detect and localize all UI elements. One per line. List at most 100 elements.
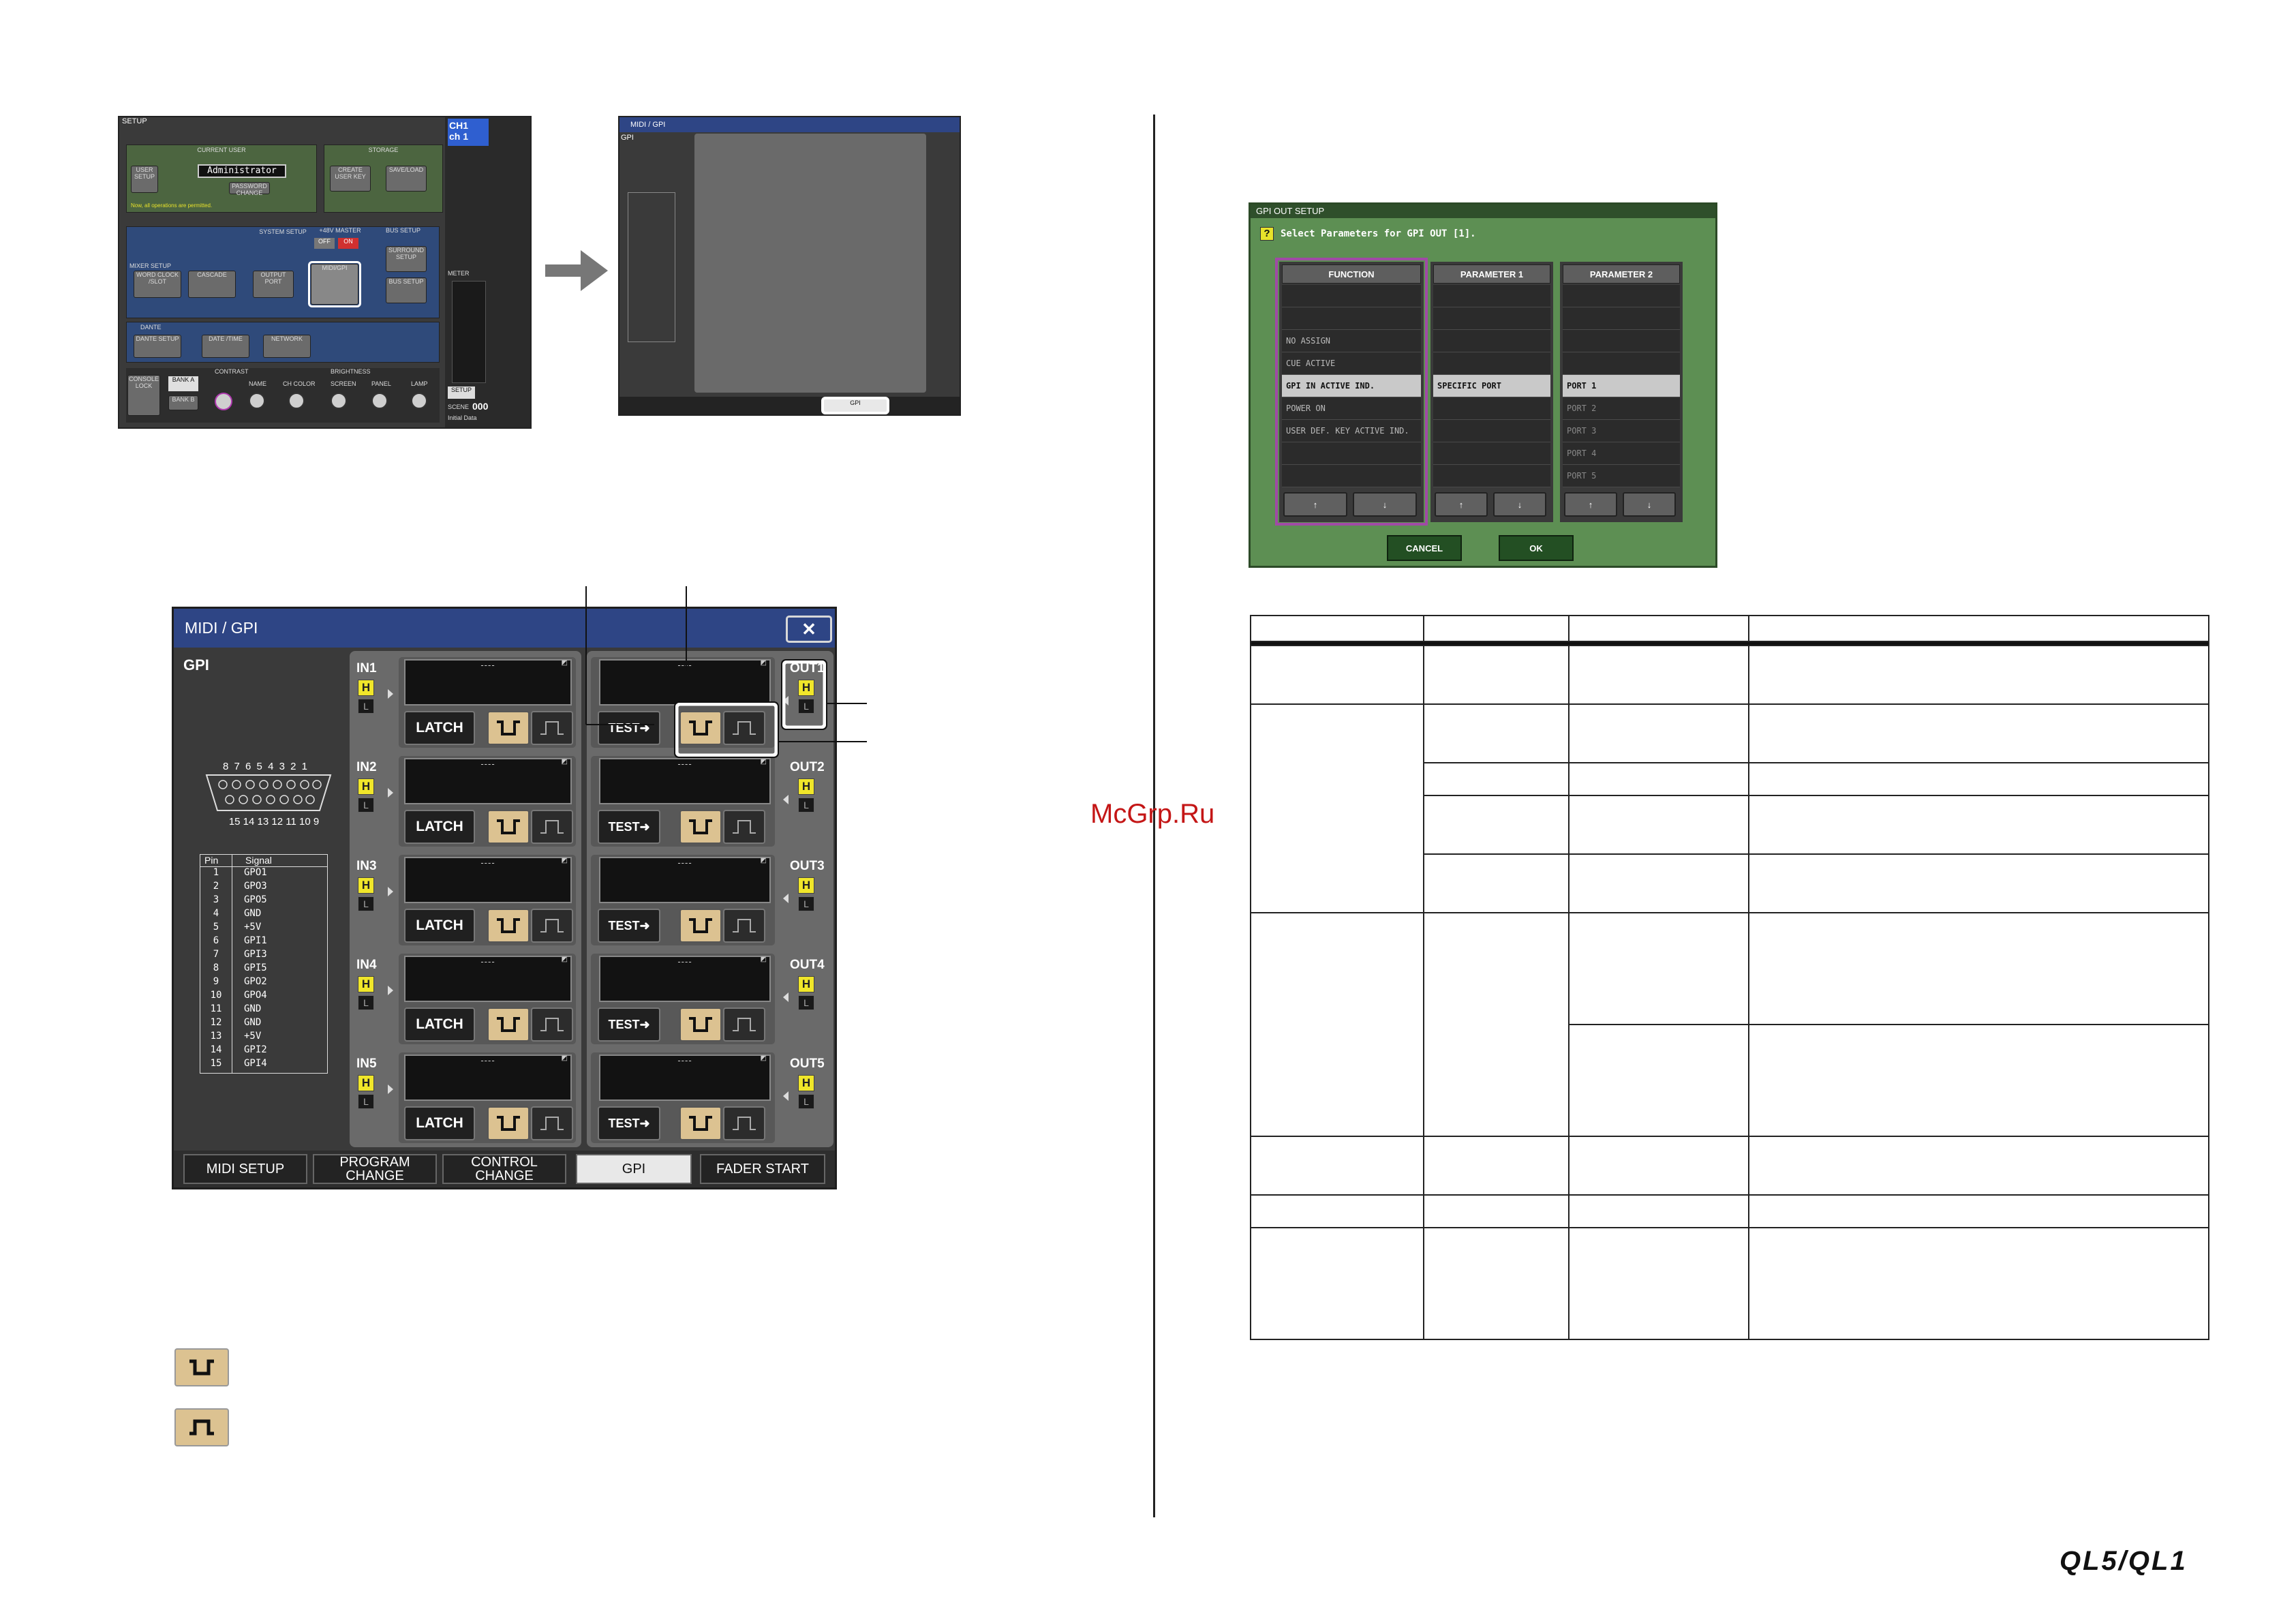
ok-button[interactable]: OK	[1499, 535, 1574, 561]
functions-item	[1282, 285, 1421, 307]
latch-button[interactable]: LATCH	[404, 1007, 475, 1042]
name-knob[interactable]	[249, 393, 265, 409]
output-name-box[interactable]: ----◩	[599, 758, 771, 804]
input-name-box[interactable]: ----◩	[404, 758, 572, 804]
word-clock-slot-button[interactable]: WORD CLOCK /SLOT	[134, 271, 181, 298]
input-low-indicator: L	[358, 1094, 374, 1109]
screen-knob[interactable]	[331, 393, 347, 409]
latch-button[interactable]: LATCH	[404, 1106, 475, 1140]
on-button[interactable]: ON	[338, 238, 358, 249]
active-high-button[interactable]	[723, 1106, 765, 1140]
latch-button[interactable]: LATCH	[404, 810, 475, 844]
test-button[interactable]: TEST➜	[598, 810, 660, 844]
output-name-box[interactable]: ----◩	[599, 857, 771, 903]
bus-setup-button[interactable]: BUS SETUP	[386, 277, 427, 303]
param1-down-button[interactable]: ↓	[1493, 492, 1546, 517]
cancel-button[interactable]: CANCEL	[1387, 535, 1462, 561]
midi-gpi-button[interactable]: MIDI/GPI	[311, 264, 358, 305]
input-name-box[interactable]: ----◩	[404, 956, 572, 1002]
param2-down-button[interactable]: ↓	[1623, 492, 1676, 517]
surround-setup-button[interactable]: SURROUND SETUP	[386, 246, 427, 272]
param1-up-button[interactable]: ↑	[1435, 492, 1488, 517]
active-low-button[interactable]	[487, 1007, 530, 1042]
bank-b-button[interactable]: BANK B	[168, 395, 198, 410]
latch-button[interactable]: LATCH	[404, 909, 475, 943]
active-low-button[interactable]	[487, 1106, 530, 1140]
active-high-button[interactable]	[723, 810, 765, 844]
function-down-button[interactable]: ↓	[1353, 492, 1417, 517]
functions-item[interactable]: GPI IN ACTIVE IND.	[1282, 375, 1421, 397]
functions-item[interactable]: NO ASSIGN	[1282, 330, 1421, 352]
param2-item[interactable]: PORT 2	[1563, 397, 1680, 420]
functions-item[interactable]: CUE ACTIVE	[1282, 352, 1421, 375]
param2-up-button[interactable]: ↑	[1564, 492, 1617, 517]
input-high-indicator: H	[358, 877, 374, 894]
thumb-gpi-tab-highlight[interactable]: GPI	[821, 397, 889, 414]
param1-item	[1433, 465, 1550, 487]
user-setup-button[interactable]: USER SETUP	[131, 166, 158, 193]
param1-item[interactable]: SPECIFIC PORT	[1433, 375, 1550, 397]
active-high-button[interactable]	[531, 810, 573, 844]
output-name-box[interactable]: ----◩	[599, 956, 771, 1002]
active-low-button[interactable]	[679, 1007, 722, 1042]
contrast-knob[interactable]	[215, 393, 232, 410]
param2-item[interactable]: PORT 3	[1563, 420, 1680, 442]
latch-button[interactable]: LATCH	[404, 711, 475, 745]
tab-gpi[interactable]: GPI	[576, 1154, 692, 1184]
active-high-button[interactable]	[531, 1007, 573, 1042]
tab-fader-start[interactable]: FADER START	[700, 1154, 825, 1184]
param2-item[interactable]: PORT 1	[1563, 375, 1680, 397]
active-high-button[interactable]	[531, 909, 573, 943]
output-low-indicator: L	[798, 896, 814, 911]
setup-tab-button[interactable]: SETUP	[448, 386, 475, 399]
network-button[interactable]: NETWORK	[263, 335, 311, 358]
active-high-button[interactable]	[723, 909, 765, 943]
param2-item[interactable]: PORT 5	[1563, 465, 1680, 487]
test-button[interactable]: TEST➜	[598, 909, 660, 943]
console-lock-button[interactable]: CONSOLE LOCK	[127, 375, 160, 416]
active-high-button[interactable]	[531, 711, 573, 745]
functions-item[interactable]: USER DEF. KEY ACTIVE IND.	[1282, 420, 1421, 442]
active-low-button[interactable]	[679, 810, 722, 844]
bank-a-button[interactable]: BANK A	[168, 376, 198, 391]
ch-color-knob[interactable]	[288, 393, 305, 409]
active-low-button[interactable]	[487, 909, 530, 943]
save-load-button[interactable]: SAVE/LOAD	[386, 166, 427, 192]
table-row	[1251, 853, 2210, 913]
test-button[interactable]: TEST➜	[598, 1007, 660, 1042]
password-change-button[interactable]: PASSWORD CHANGE	[229, 182, 270, 196]
input-name-box[interactable]: ----◩	[404, 1055, 572, 1101]
output-name-box[interactable]: ----◩	[599, 1055, 771, 1101]
dante-setup-button[interactable]: DANTE SETUP	[134, 335, 181, 358]
active-low-button[interactable]	[679, 909, 722, 943]
edit-icon: ◩	[760, 956, 767, 963]
input-name-box[interactable]: ----◩	[404, 659, 572, 706]
active-low-button[interactable]	[487, 711, 530, 745]
lamp-knob[interactable]	[411, 393, 427, 409]
active-low-button[interactable]	[679, 1106, 722, 1140]
date-time-button[interactable]: DATE /TIME	[202, 335, 249, 358]
functions-item[interactable]: POWER ON	[1282, 397, 1421, 420]
output-port-button[interactable]: OUTPUT PORT	[253, 271, 294, 298]
function-up-button[interactable]: ↑	[1283, 492, 1347, 517]
create-user-key-button[interactable]: CREATE USER KEY	[330, 166, 371, 192]
system-setup-label: SYSTEM SETUP	[259, 228, 307, 235]
input-name-box[interactable]: ----◩	[404, 857, 572, 903]
panel-knob[interactable]	[371, 393, 388, 409]
tab-midi-setup[interactable]: MIDI SETUP	[183, 1154, 307, 1184]
active-high-button[interactable]	[531, 1106, 573, 1140]
param2-item[interactable]: PORT 4	[1563, 442, 1680, 465]
test-button[interactable]: TEST➜	[598, 1106, 660, 1140]
close-icon[interactable]: ✕	[786, 616, 832, 643]
cascade-button[interactable]: CASCADE	[188, 271, 236, 298]
active-low-button[interactable]	[487, 810, 530, 844]
active-high-button[interactable]	[723, 1007, 765, 1042]
off-button[interactable]: OFF	[314, 238, 335, 249]
help-icon[interactable]: ?	[1260, 227, 1274, 241]
active-high-button[interactable]	[723, 711, 765, 745]
active-low-button[interactable]	[679, 711, 722, 745]
